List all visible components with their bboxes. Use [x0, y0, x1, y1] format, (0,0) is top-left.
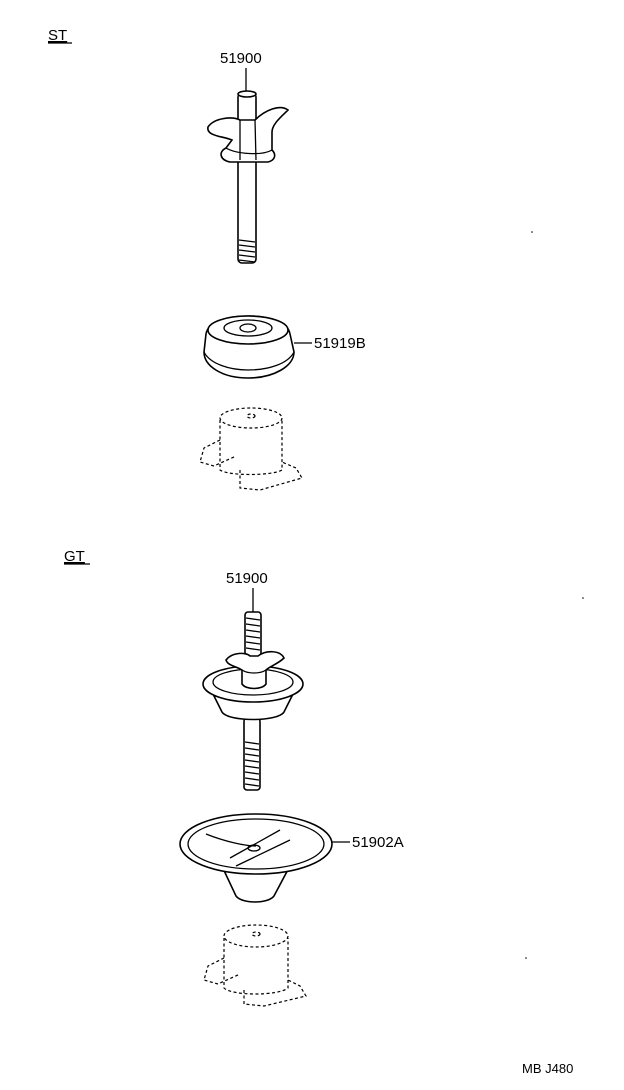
- drawing-code: MB J480: [522, 1061, 573, 1076]
- spare-tire-hold-down-stud-st: 51900: [207, 50, 290, 264]
- bracket-reference-gt: [203, 924, 307, 1007]
- section-label-gt: GT: [64, 548, 85, 565]
- cup-51902a: 51902A: [179, 813, 404, 903]
- spare-tire-hold-down-stud-gt: 51900: [202, 570, 304, 791]
- bracket-reference-st: [199, 407, 303, 491]
- part-number-51919b: 51919B: [314, 335, 366, 352]
- section-label-st: ST: [48, 27, 67, 44]
- part-number-51900-gt: 51900: [226, 570, 268, 587]
- section-gt: GT 51900: [64, 548, 404, 1007]
- part-number-51902a: 51902A: [352, 834, 404, 851]
- cap-51919b: 51919B: [203, 315, 366, 379]
- section-st: ST 51900: [48, 27, 366, 491]
- part-number-51900-st: 51900: [220, 50, 262, 67]
- scan-specks: [525, 231, 584, 959]
